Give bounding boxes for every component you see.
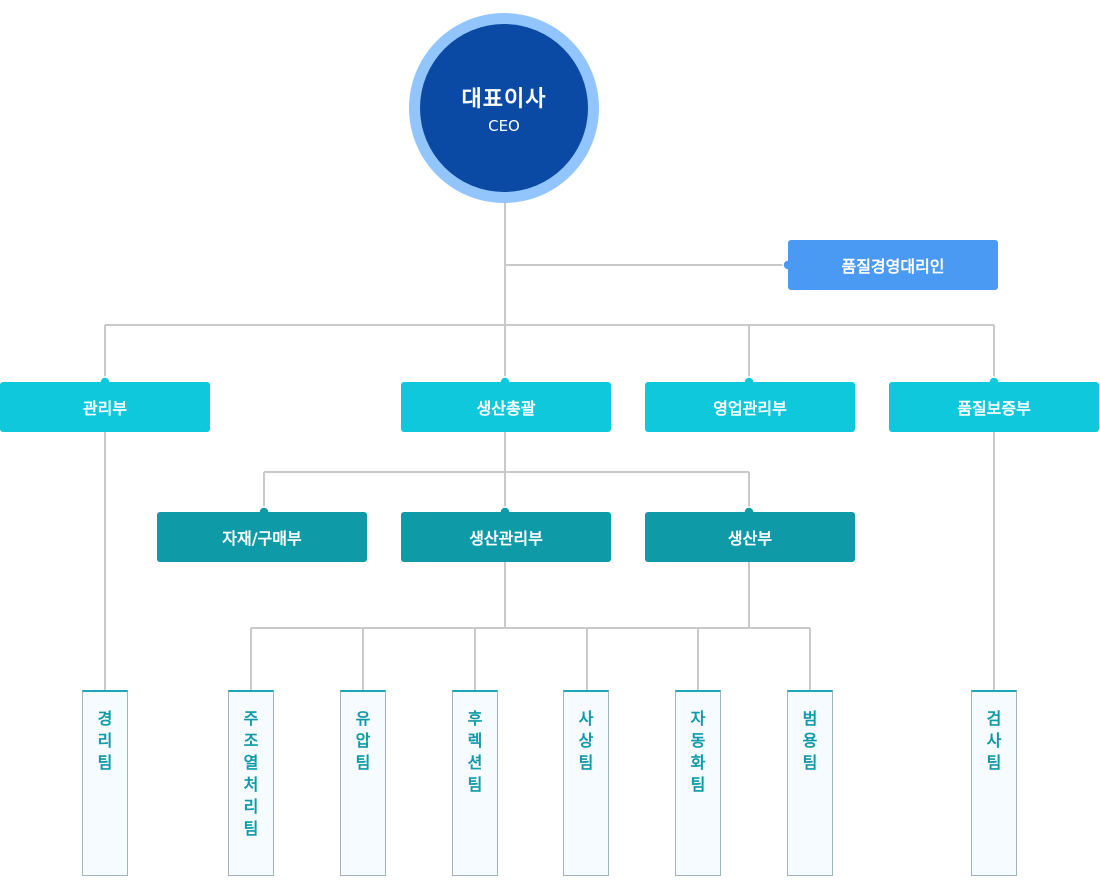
subdept-production-management-box: 생산관리부 <box>401 512 611 562</box>
subdept-production-box: 생산부 <box>645 512 855 562</box>
dept-quality-assurance-box: 품질보증부 <box>889 382 1099 432</box>
subdept-materials-purchasing-box: 자재/구매부 <box>157 512 367 562</box>
dept-sales-admin-box: 영업관리부 <box>645 382 855 432</box>
ceo-subtitle: CEO <box>488 117 520 135</box>
ceo-title: 대표이사 <box>461 87 547 112</box>
dept-production-general-box: 생산총괄 <box>401 382 611 432</box>
ceo-node: 대표이사 CEO <box>420 24 588 192</box>
dept-admin-box: 관리부 <box>0 382 210 432</box>
quality-deputy-box: 품질경영대리인 <box>788 240 998 290</box>
